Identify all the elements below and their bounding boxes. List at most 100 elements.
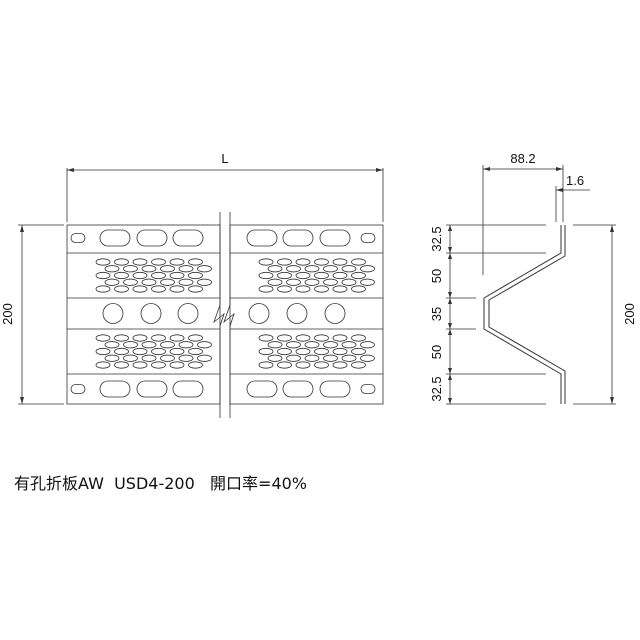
hole <box>104 354 120 362</box>
hole <box>123 265 138 273</box>
hole <box>172 229 204 247</box>
panel-right <box>229 224 384 405</box>
hole <box>151 285 166 293</box>
hole <box>114 361 129 369</box>
hole <box>341 278 357 286</box>
hole <box>360 278 375 286</box>
hole <box>295 347 311 356</box>
hole <box>295 258 311 266</box>
hole <box>151 258 166 266</box>
caption-open-ratio: 開口率=40% <box>210 474 308 493</box>
hole <box>151 334 166 342</box>
hole <box>332 285 348 293</box>
hole <box>295 334 311 342</box>
hole <box>95 271 111 280</box>
hole <box>314 258 329 266</box>
hole <box>132 258 148 266</box>
hole <box>132 361 148 369</box>
hole <box>169 285 185 293</box>
hole <box>246 229 278 247</box>
hole <box>95 285 111 293</box>
hole <box>277 285 292 293</box>
hole <box>277 334 292 342</box>
hole <box>282 229 314 247</box>
hole <box>169 361 185 369</box>
thickness-label: 1.6 <box>566 173 584 188</box>
hole <box>188 271 203 280</box>
hole <box>277 347 292 356</box>
hole <box>304 265 320 273</box>
hole <box>95 347 111 356</box>
hole <box>341 354 357 362</box>
hole <box>123 354 138 362</box>
hole <box>258 285 274 293</box>
hole <box>151 347 166 356</box>
side-view <box>446 165 616 405</box>
hole <box>267 341 283 349</box>
hole <box>258 347 274 356</box>
side-height-label: 200 <box>622 303 637 325</box>
hole <box>332 361 348 369</box>
hole <box>277 271 292 280</box>
hole <box>295 271 311 280</box>
hole <box>277 361 292 369</box>
segment-label-5: 32.5 <box>429 376 444 401</box>
hole <box>188 347 203 356</box>
hole <box>267 265 283 273</box>
hole <box>95 258 111 266</box>
hole <box>141 354 157 362</box>
dimension-arrows <box>20 167 614 404</box>
hole <box>132 334 148 342</box>
hole <box>99 380 131 398</box>
hole <box>169 347 185 356</box>
hole <box>178 341 194 349</box>
hole <box>177 303 199 324</box>
hole <box>123 278 138 286</box>
hole <box>314 334 329 342</box>
front-view <box>18 168 384 418</box>
hole <box>140 303 162 324</box>
hole <box>169 258 185 266</box>
hole <box>169 334 185 342</box>
hole <box>104 278 120 286</box>
segment-label-4: 50 <box>429 345 444 359</box>
hole <box>197 278 212 286</box>
hole <box>197 265 212 273</box>
hole <box>178 278 194 286</box>
hole <box>123 341 138 349</box>
hole <box>360 354 375 362</box>
hole <box>160 341 175 349</box>
hole <box>141 265 157 273</box>
hole <box>323 354 338 362</box>
hole <box>351 361 366 369</box>
hole <box>188 361 203 369</box>
hole <box>319 229 351 247</box>
hole <box>360 265 375 273</box>
hole <box>70 233 86 243</box>
hole <box>282 380 314 398</box>
hole <box>104 265 120 273</box>
hole <box>197 341 212 349</box>
hole <box>160 354 175 362</box>
panel-left <box>66 224 221 405</box>
hole <box>132 271 148 280</box>
hole <box>351 334 366 342</box>
hole <box>314 347 329 356</box>
hole <box>95 361 111 369</box>
profile-inner <box>488 225 566 404</box>
hole <box>102 303 124 324</box>
hole <box>286 265 301 273</box>
caption-product: 有孔折板AW <box>14 474 104 493</box>
hole <box>178 265 194 273</box>
hole <box>351 285 366 293</box>
hole <box>351 271 366 280</box>
hole <box>151 271 166 280</box>
hole <box>104 341 120 349</box>
hole <box>136 229 168 247</box>
hole <box>114 258 129 266</box>
break-mark <box>213 212 235 418</box>
hole <box>246 380 278 398</box>
caption-model: USD4-200 <box>114 474 195 493</box>
hole <box>114 334 129 342</box>
